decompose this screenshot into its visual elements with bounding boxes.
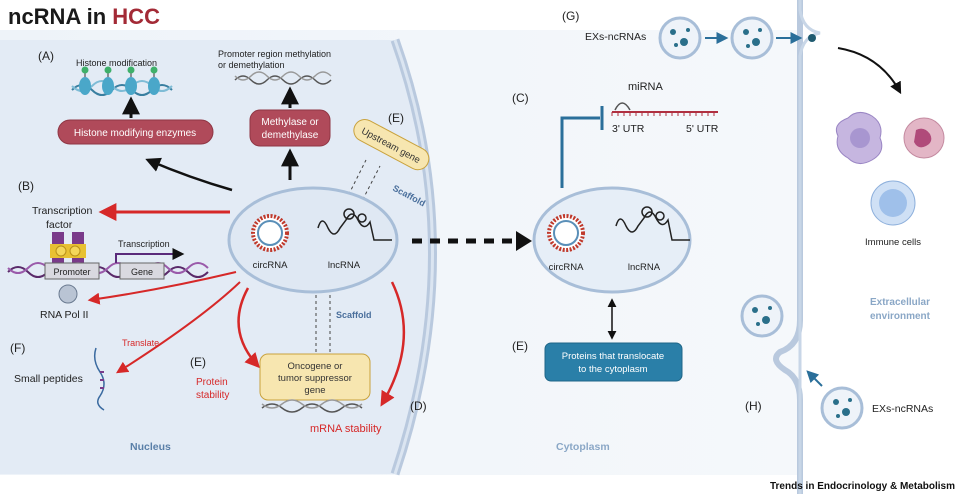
circrna-label-cytoplasm: circRNA (549, 262, 584, 273)
svg-text:Gene: Gene (131, 267, 153, 277)
arrow-exosome-uptake (806, 370, 823, 387)
promoter-methylation-label-2: or demethylation (218, 60, 285, 70)
panel-label-e-upstream: (E) (388, 111, 404, 125)
transcription-label: Transcription (118, 239, 170, 249)
histone-enzymes-box: Histone modifying enzymes (57, 119, 214, 145)
oncogene-dna-icon (261, 403, 363, 413)
plasma-membrane (773, 0, 803, 494)
immune-cell-lymphocyte-icon (870, 180, 916, 226)
inhibition-arrow (560, 116, 600, 188)
panel-label-h: (H) (745, 399, 762, 413)
panel-label-b: (B) (18, 179, 34, 193)
exosome-icon-internal (740, 294, 784, 338)
journal-credit: Trends in Endocrinology & Metabolism (770, 481, 955, 492)
protein-stability-label-2: stability (196, 390, 229, 401)
panel-label-f: (F) (10, 341, 25, 355)
rna-pol-label: RNA Pol II (40, 309, 88, 321)
exosome-icon-top-2 (730, 16, 774, 60)
mirna-icon (611, 102, 718, 116)
dna-strand-icon (7, 262, 209, 278)
panel-label-c: (C) (512, 91, 529, 105)
mirna-label: miRNA (628, 81, 663, 93)
diagram-title: ncRNA in HCC (8, 4, 160, 29)
transcription-factor-icon (50, 232, 86, 272)
released-ncrna-dot (808, 34, 816, 42)
exosome-icon-bottom (820, 386, 864, 430)
panel-label-e-cytoplasm: (E) (512, 339, 528, 353)
rna-pol-icon (58, 284, 78, 304)
exs-ncrnas-bottom-label: EXs-ncRNAs (872, 403, 933, 415)
transcription-arrow (115, 248, 185, 263)
panel-label-e-protein: (E) (190, 355, 206, 369)
panel-label-a: (A) (38, 49, 54, 63)
arrow-ncrna-to-rna-pol (87, 271, 237, 305)
methylation-dna-icon (234, 71, 332, 85)
transcription-factor-label-2: factor (46, 219, 73, 231)
lncrna-icon-nucleus (317, 208, 392, 241)
svg-text:Histone modifying enzymes: Histone modifying enzymes (74, 128, 196, 139)
methylase-box: Methylase or demethylase (249, 109, 331, 147)
arrow-ncrna-to-histone-enzymes (145, 157, 233, 192)
arrow-ncrna-to-peptides (115, 281, 241, 374)
utr3-label: 3' UTR (612, 123, 645, 135)
translate-label: Translate (122, 338, 159, 348)
promoter-methylation-label-1: Promoter region methylation (218, 49, 331, 59)
arrow-mrna-stability (380, 281, 406, 407)
immune-cell-neutrophil-icon (903, 117, 945, 159)
promoter-box: Promoter (44, 262, 100, 280)
panel-label-d: (D) (410, 399, 427, 413)
lncrna-label-cytoplasm: lncRNA (628, 262, 661, 273)
protein-stability-label-1: Protein (196, 377, 228, 388)
immune-cells-label: Immune cells (865, 237, 921, 248)
lncrna-label-nucleus: lncRNA (328, 260, 361, 271)
circrna-icon-nucleus (251, 214, 289, 252)
proteins-translocate-box: Proteins that translocate to the cytopla… (544, 342, 683, 382)
histone-dna-icon (71, 66, 173, 96)
svg-text:gene: gene (304, 385, 325, 396)
transcription-factor-label-1: Transcription (32, 205, 92, 217)
utr5-label: 5' UTR (686, 123, 719, 135)
cytoplasm-label: Cytoplasm (556, 441, 610, 453)
mrna-stability-label: mRNA stability (310, 423, 382, 435)
scaffold-label-bottom: Scaffold (336, 310, 372, 320)
panel-label-g: (G) (562, 9, 579, 23)
immune-cell-macrophage-icon (835, 112, 883, 164)
lncrna-icon-cytoplasm (615, 206, 690, 241)
circrna-label-nucleus: circRNA (253, 260, 288, 271)
svg-text:Methylase or: Methylase or (261, 117, 319, 128)
exosome-icon-top-1 (658, 16, 702, 60)
svg-text:tumor suppressor: tumor suppressor (278, 373, 352, 384)
small-peptides-label: Small peptides (14, 373, 83, 385)
exs-ncrnas-top-label: EXs-ncRNAs (585, 31, 646, 43)
svg-text:to the cytoplasm: to the cytoplasm (578, 364, 647, 375)
svg-text:Oncogene or: Oncogene or (288, 361, 343, 372)
gene-box: Gene (119, 262, 165, 280)
peptide-chain-icon (93, 347, 105, 411)
arrow-to-immune-cells (837, 47, 902, 95)
circrna-icon-cytoplasm (547, 214, 585, 252)
extracellular-env-label-2: environment (870, 311, 931, 322)
nuclear-ncrna-vesicle (227, 186, 399, 294)
oncogene-box: Oncogene or tumor suppressor gene (259, 353, 371, 401)
nucleus-label: Nucleus (130, 441, 171, 453)
svg-text:demethylase: demethylase (262, 130, 319, 141)
histone-modification-label: Histone modification (76, 58, 157, 68)
arrow-protein-stability (237, 287, 261, 369)
extracellular-env-label-1: Extracellular (870, 297, 930, 308)
svg-text:Promoter: Promoter (53, 267, 90, 277)
svg-text:Proteins that translocate: Proteins that translocate (562, 351, 664, 362)
